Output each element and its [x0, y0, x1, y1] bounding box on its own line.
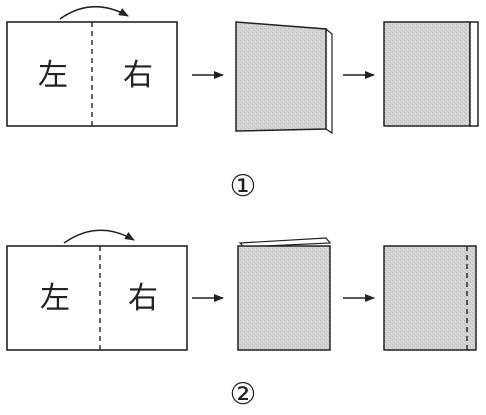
row-1-final-paper	[383, 21, 479, 127]
row-2: 左 右 ②	[6, 229, 477, 412]
row-2-label: ②	[230, 377, 257, 410]
row-1-right-char: 右	[123, 58, 153, 93]
row-2-folded-booklet	[237, 237, 332, 351]
row-2-final-paper	[383, 245, 477, 351]
row-1-open-paper	[6, 21, 178, 127]
row-2-open-paper	[6, 245, 188, 351]
row-2-right-char: 右	[128, 281, 158, 316]
row-1-folded-booklet	[235, 21, 333, 135]
row-2-left-char: 左	[40, 281, 70, 316]
row-1: 左 右 ①	[6, 5, 479, 204]
row-2-fold-arrow	[63, 229, 135, 244]
row-1-fold-arrow	[59, 5, 129, 20]
row-1-label: ①	[230, 169, 257, 204]
row-1-left-char: 左	[38, 58, 68, 93]
